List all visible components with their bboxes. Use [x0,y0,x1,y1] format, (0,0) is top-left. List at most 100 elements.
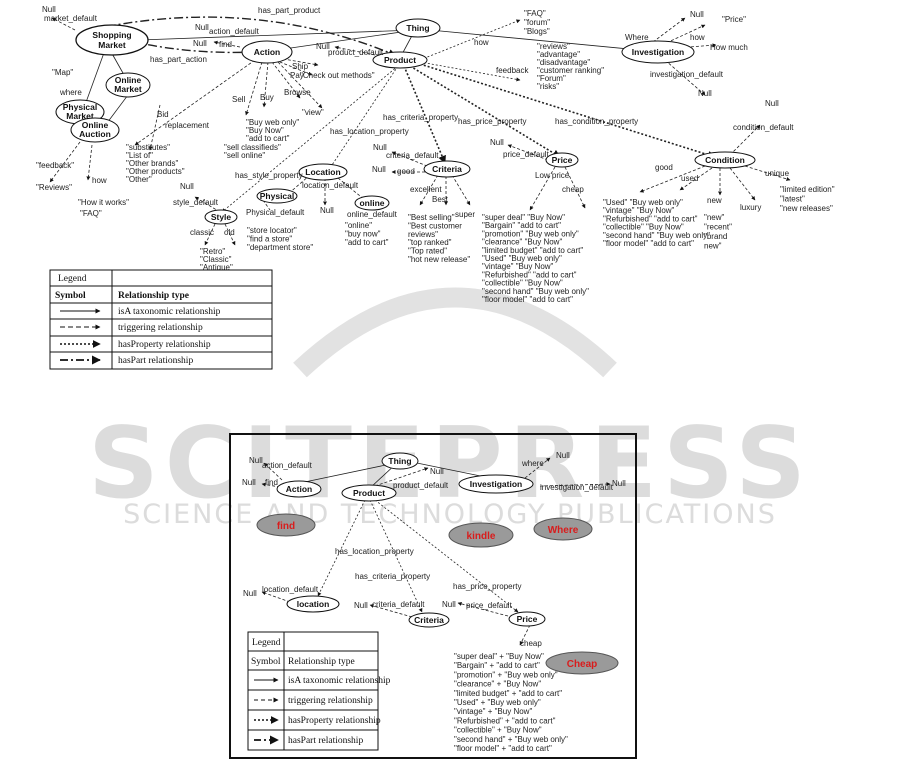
list-item: "risks" [537,82,559,91]
svg-text:"view": "view" [302,108,324,117]
top-node-online-market: Online Market [105,72,151,98]
svg-text:triggering relationship: triggering relationship [288,696,373,706]
svg-text:new: new [707,196,722,205]
top-node-location: Location [298,163,348,181]
svg-text:Null: Null [195,23,209,32]
svg-text:Where: Where [625,33,649,42]
svg-text:action_default: action_default [262,461,313,470]
list-item: "Retro" [200,247,225,256]
list-item: "vintage" "Buy Now" [482,262,554,271]
svg-text:price_default: price_default [503,150,550,159]
svg-text:style_default: style_default [173,198,219,207]
svg-text:find: find [277,521,295,532]
svg-text:Relationship type: Relationship type [288,657,355,667]
svg-text:Null: Null [42,5,56,14]
svg-text:"Price": "Price" [722,15,746,24]
svg-text:"feedback": "feedback" [36,161,74,170]
svg-text:Best: Best [432,195,449,204]
list-item: "collectible" + "Buy Now" [454,726,542,735]
svg-text:Ship: Ship [292,62,309,71]
svg-text:where: where [59,88,82,97]
top-node-online-auction: Online Auction [70,117,120,143]
svg-text:old: old [224,228,235,237]
svg-text:has_criteria_property: has_criteria_property [383,113,458,122]
highlight-kindle: kindle [448,522,514,548]
bottom-node-thing: Thing [381,452,419,470]
top-node-criteria: Criteria [423,160,471,178]
list-item: "second hand" "Buy web only" [482,287,589,296]
list-item: "department store" [247,243,313,252]
svg-text:Null: Null [242,478,256,487]
list-item: "latest" [780,195,805,204]
list-item: "Used" + "Buy web only" [454,698,541,707]
bottom-diagram: Thing Action Product Investigation locat… [229,433,637,759]
svg-text:Null: Null [490,138,504,147]
list-item: "online" [345,221,372,230]
svg-text:Market: Market [98,40,126,50]
svg-text:online: online [359,198,384,208]
list-item: "vintage" + "Buy Now" [454,707,532,716]
svg-text:Auction: Auction [79,129,111,139]
svg-text:Product: Product [353,488,385,498]
list-item: "reviews" [537,42,570,51]
svg-text:Null: Null [243,589,257,598]
svg-text:Physical_default: Physical_default [246,208,305,217]
list-item: "Antique" [200,263,233,272]
list-item: "clearance" "Buy Now" [482,238,562,247]
svg-text:Null: Null [430,467,444,476]
list-item: "Refurbished" "add to cart" [603,214,698,223]
list-item: "top ranked" [408,238,452,247]
list-item: "second hand" + "Buy web only" [454,735,568,744]
svg-text:Market: Market [114,84,142,94]
svg-text:location_default: location_default [302,181,359,190]
svg-text:hasProperty relationship: hasProperty relationship [118,340,211,350]
list-item: "brand [704,232,727,241]
list-item: "Other brands" [126,159,179,168]
list-item: "Blogs" [524,27,550,36]
list-item: "add to cart" [345,238,389,247]
svg-text:classic: classic [190,228,214,237]
svg-text:Action: Action [254,47,280,57]
list-item: "limited budget" "add to cart" [482,246,583,255]
svg-text:feedback: feedback [496,66,529,75]
list-item: "Best selling" [408,213,455,222]
list-item: "Other" [126,175,152,184]
list-item: "Used" "Buy web only" [482,254,562,263]
list-item: "floor model" "add to cart" [603,239,694,248]
svg-text:Investigation: Investigation [632,47,684,57]
svg-text:Null: Null [316,42,330,51]
svg-text:Null: Null [698,89,712,98]
list-item: "sell online" [224,151,265,160]
top-node-shopping-market: Shopping Market [75,24,149,56]
highlight-cheap: Cheap [545,651,619,675]
watermark: SCITEPRESS SCIENCE AND TECHNOLOGY PUBLIC… [88,287,806,530]
svg-text:"FAQ": "FAQ" [80,209,102,218]
list-item: "customer ranking" [537,66,604,75]
svg-text:Market: Market [66,111,94,121]
svg-text:criteria_default: criteria_default [372,600,425,609]
list-item: "clearance" + "Buy Now" [454,680,541,689]
svg-text:has_location_property: has_location_property [330,127,409,136]
list-item: "new releases" [780,204,833,213]
list-item: "Buy web only" [246,118,299,127]
list-item: "Buy Now" [246,126,284,135]
top-node-style: Style [204,209,238,225]
svg-text:Legend: Legend [58,274,87,284]
bottom-legend: Legend Symbol Relationship type isA taxo… [247,631,391,751]
svg-text:online_default: online_default [347,210,398,219]
svg-text:investigation_default: investigation_default [540,483,614,492]
top-node-thing: Thing [395,18,441,38]
svg-text:criteria_default: criteria_default [386,151,439,160]
top-diagram: Shopping Market Online Market Physical M… [36,5,835,370]
list-item: "vintage" "Buy Now" [603,206,675,215]
svg-text:how: how [474,38,489,47]
list-item: "limited edition" [780,185,835,194]
svg-text:Online: Online [115,75,142,85]
svg-text:"Check out methods": "Check out methods" [300,71,375,80]
svg-text:has_style_property: has_style_property [235,171,303,180]
svg-text:Thing: Thing [406,23,429,33]
list-item: reviews" [408,230,438,239]
list-item: "Classic" [200,255,232,264]
watermark-arc [293,287,617,378]
